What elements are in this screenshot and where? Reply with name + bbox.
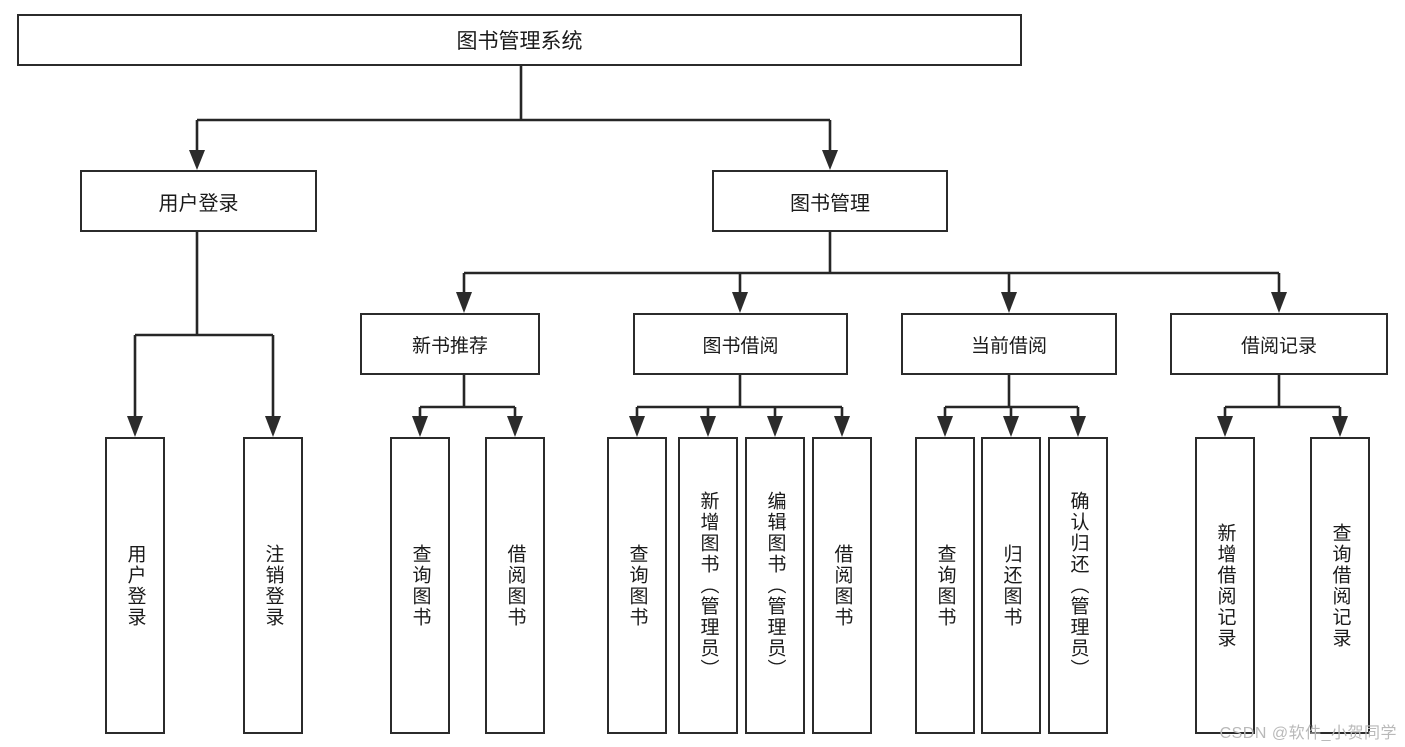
arrow-to-new-book-recommend — [456, 292, 472, 313]
leaf-borrow-book-2-label: 借阅图书 — [831, 543, 853, 628]
leaf-borrow-book-1-label: 借阅图书 — [504, 543, 526, 628]
leaf-borrow-book-1[interactable]: 借阅图书 — [485, 437, 545, 734]
node-book-management[interactable]: 图书管理 — [712, 170, 948, 232]
arrow-to-book-management — [822, 150, 838, 170]
arrow-leaf-query-book-3 — [937, 416, 953, 437]
arrow-leaf-logout-login — [265, 416, 281, 437]
leaf-query-book-2[interactable]: 查询图书 — [607, 437, 667, 734]
arrow-leaf-add-book — [700, 416, 716, 437]
leaf-query-book-3-label: 查询图书 — [934, 543, 956, 628]
leaf-add-book[interactable]: 新增图书（管理员） — [678, 437, 738, 734]
arrow-leaf-add-record — [1217, 416, 1233, 437]
arrow-leaf-return-book — [1003, 416, 1019, 437]
arrow-leaf-query-book-2 — [629, 416, 645, 437]
arrow-leaf-borrow-book-1 — [507, 416, 523, 437]
watermark-text: CSDN @软件_小贺同学 — [1219, 725, 1397, 742]
arrow-leaf-confirm-return — [1070, 416, 1086, 437]
leaf-return-book-label: 归还图书 — [1000, 543, 1022, 628]
leaf-add-record[interactable]: 新增借阅记录 — [1195, 437, 1255, 734]
leaf-query-book-2-label: 查询图书 — [626, 543, 648, 628]
leaf-edit-book-label: 编辑图书（管理员） — [764, 491, 786, 680]
leaf-confirm-return[interactable]: 确认归还（管理员） — [1048, 437, 1108, 734]
node-root-system[interactable]: 图书管理系统 — [17, 14, 1022, 66]
leaf-logout-login-label: 注销登录 — [262, 543, 284, 628]
arrow-to-book-borrow — [732, 292, 748, 313]
leaf-query-record-label: 查询借阅记录 — [1329, 522, 1351, 649]
leaf-query-book-3[interactable]: 查询图书 — [915, 437, 975, 734]
arrow-to-current-borrow — [1001, 292, 1017, 313]
leaf-edit-book[interactable]: 编辑图书（管理员） — [745, 437, 805, 734]
node-book-borrow[interactable]: 图书借阅 — [633, 313, 848, 375]
arrow-leaf-edit-book — [767, 416, 783, 437]
arrow-leaf-query-record — [1332, 416, 1348, 437]
leaf-user-login[interactable]: 用户登录 — [105, 437, 165, 734]
node-new-book-recommend[interactable]: 新书推荐 — [360, 313, 540, 375]
leaf-query-book-1-label: 查询图书 — [409, 543, 431, 628]
leaf-logout-login[interactable]: 注销登录 — [243, 437, 303, 734]
node-borrow-record[interactable]: 借阅记录 — [1170, 313, 1388, 375]
leaf-query-book-1[interactable]: 查询图书 — [390, 437, 450, 734]
arrow-leaf-query-book-1 — [412, 416, 428, 437]
leaf-borrow-book-2[interactable]: 借阅图书 — [812, 437, 872, 734]
node-user-login[interactable]: 用户登录 — [80, 170, 317, 232]
arrow-leaf-borrow-book-2 — [834, 416, 850, 437]
arrow-leaf-user-login — [127, 416, 143, 437]
leaf-return-book[interactable]: 归还图书 — [981, 437, 1041, 734]
arrow-to-user-login — [189, 150, 205, 170]
leaf-add-book-label: 新增图书（管理员） — [697, 491, 719, 680]
leaf-add-record-label: 新增借阅记录 — [1214, 522, 1236, 649]
leaf-confirm-return-label: 确认归还（管理员） — [1067, 491, 1089, 680]
leaf-user-login-label: 用户登录 — [124, 543, 146, 628]
arrow-to-borrow-record — [1271, 292, 1287, 313]
leaf-query-record[interactable]: 查询借阅记录 — [1310, 437, 1370, 734]
node-current-borrow[interactable]: 当前借阅 — [901, 313, 1117, 375]
